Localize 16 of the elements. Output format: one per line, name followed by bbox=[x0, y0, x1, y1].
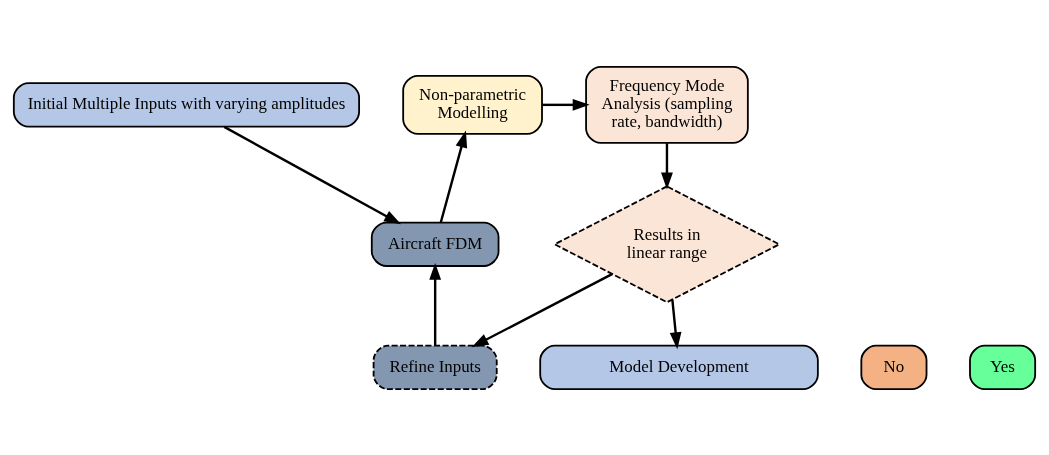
node-box: No bbox=[860, 344, 928, 390]
node-diamond: Results in linear range bbox=[552, 184, 782, 303]
node-box: Non-parametric Modelling bbox=[402, 74, 543, 135]
node-box: Frequency Mode Analysis (sampling rate, bandwidth) bbox=[585, 65, 749, 144]
arrow bbox=[439, 130, 468, 223]
arrow bbox=[223, 125, 402, 224]
arrow bbox=[429, 262, 442, 345]
node-box: Initial Multiple Inputs with varying amplitudes bbox=[12, 81, 360, 127]
arrow bbox=[471, 272, 613, 347]
node-box: Yes bbox=[969, 344, 1037, 390]
node-box: Model Development bbox=[539, 344, 819, 390]
node-box: Aircraft FDM bbox=[370, 221, 500, 267]
arrow bbox=[542, 98, 590, 111]
node-box: Refine Inputs bbox=[372, 344, 498, 390]
arrow bbox=[669, 298, 682, 349]
arrow bbox=[661, 142, 673, 190]
